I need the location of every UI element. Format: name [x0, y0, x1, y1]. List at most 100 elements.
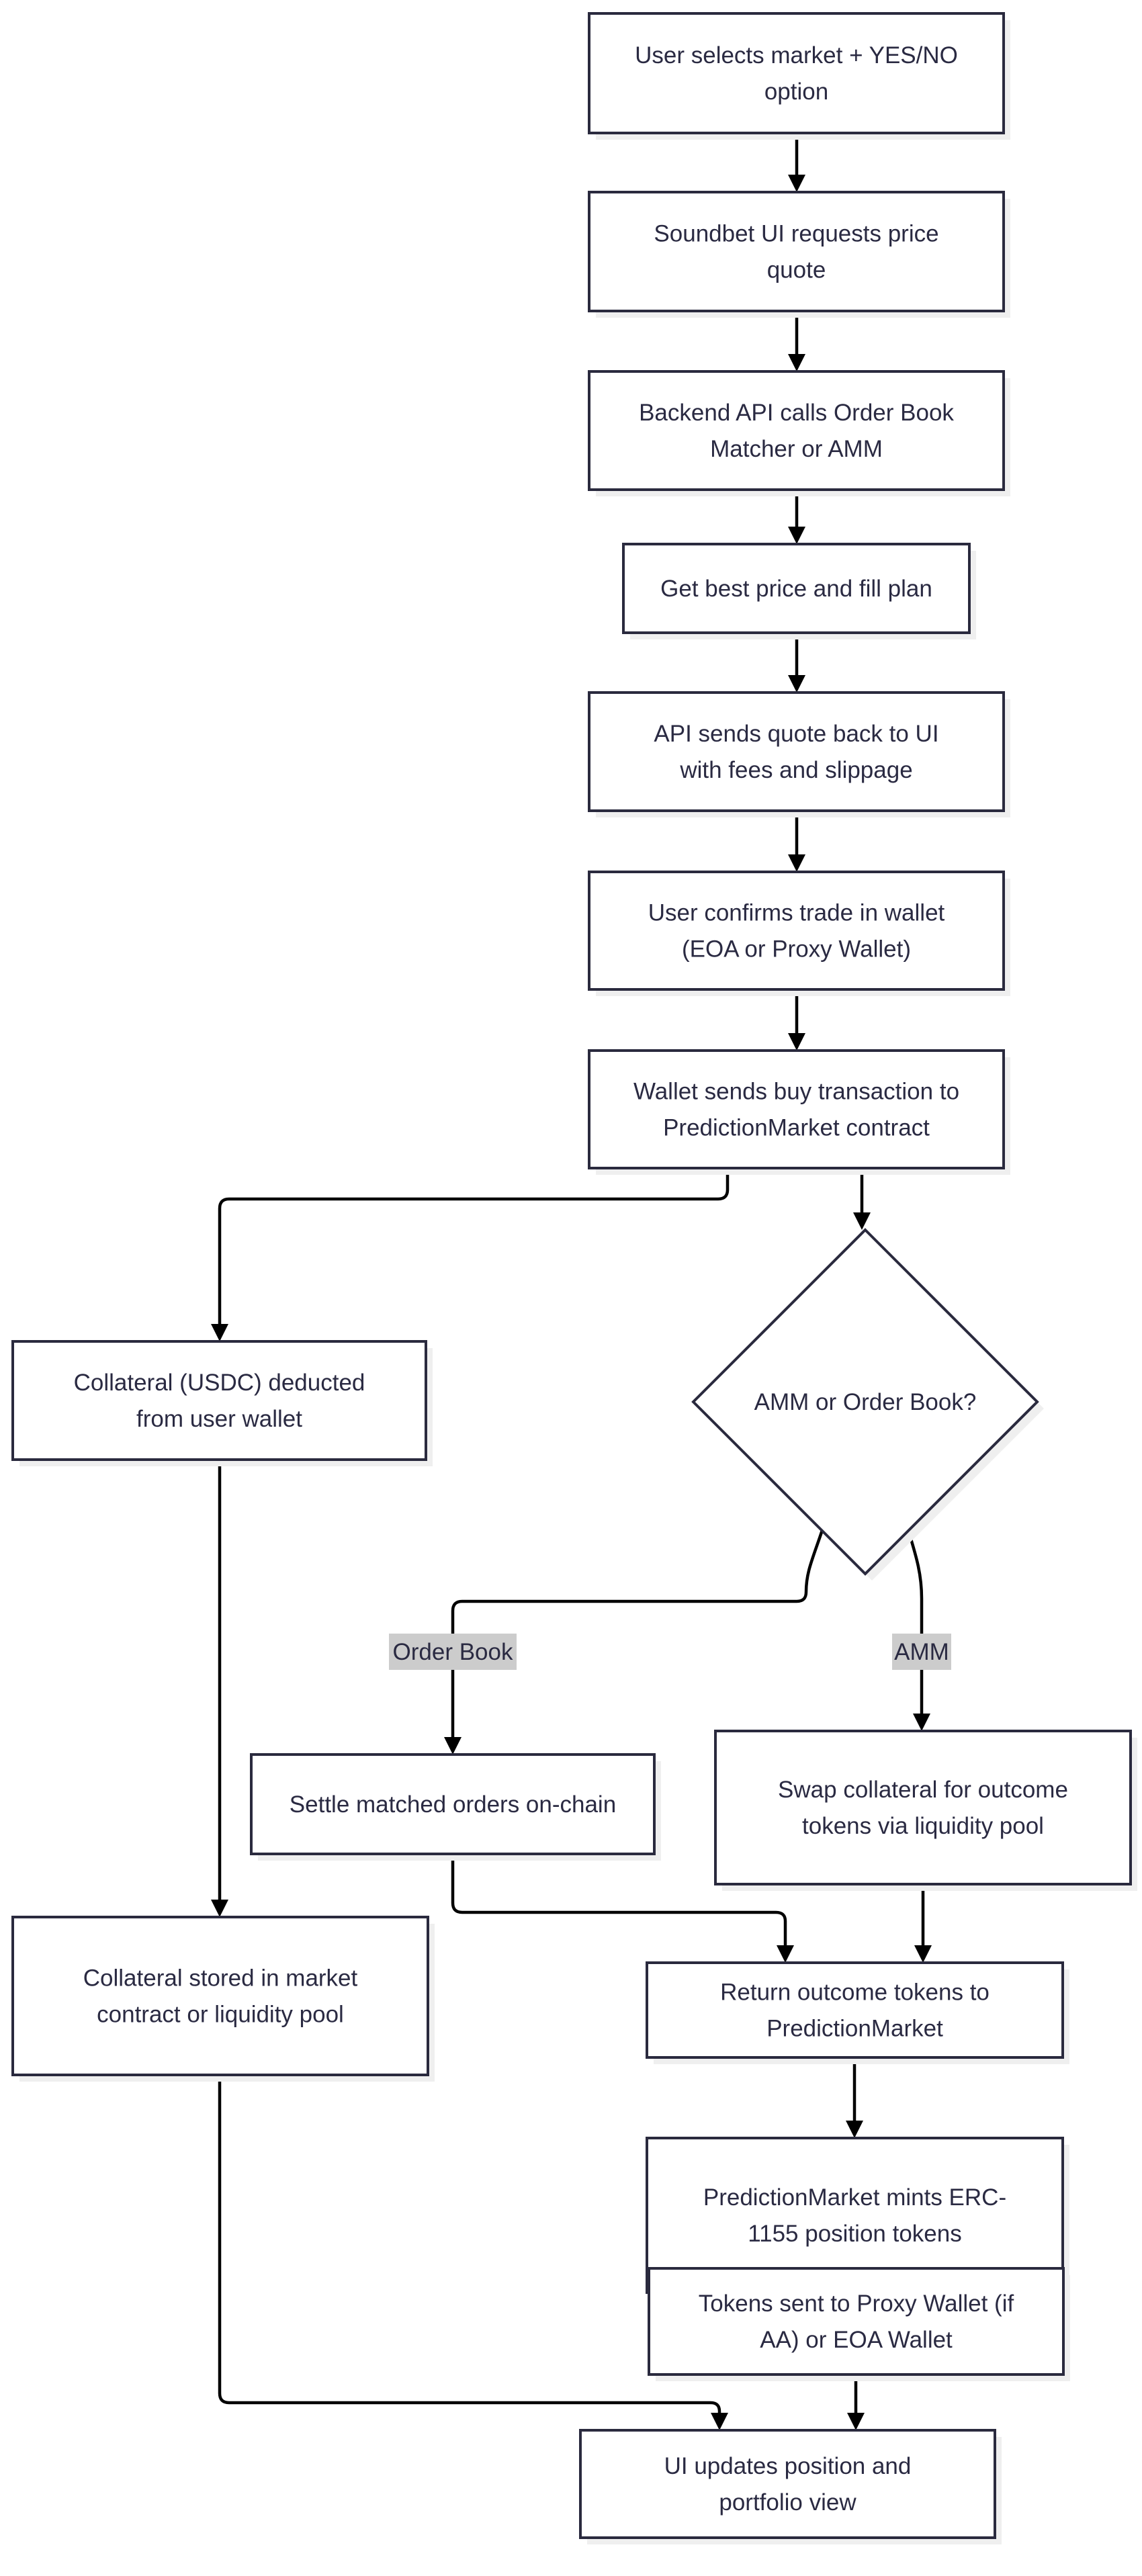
node-label: PredictionMarket mints ERC-	[703, 2184, 1006, 2211]
edge-label-text: Order Book	[393, 1639, 513, 1665]
process-box	[588, 691, 1005, 812]
edge-decision-to-settle	[444, 1529, 824, 1755]
node-ui: UI updates position and portfolio view	[579, 2429, 1002, 2544]
process-box	[588, 871, 1005, 991]
node-label: Tokens sent to Proxy Wallet (if	[699, 2291, 1014, 2317]
node-label: Get best price and fill plan	[660, 576, 932, 602]
edge-label-order-book: Order Book	[389, 1634, 517, 1670]
node-label: 1155 position tokens	[748, 2221, 961, 2247]
node-label: Collateral (USDC) deducted	[74, 1370, 365, 1396]
edge-labels-layer: Order Book AMM	[389, 1634, 951, 1670]
process-box	[11, 1916, 429, 2076]
node-label: Soundbet UI requests price	[654, 221, 938, 247]
node-label: (EOA or Proxy Wallet)	[682, 936, 911, 963]
node-label: from user wallet	[136, 1406, 302, 1432]
nodes-layer: User selects market + YES/NO optionSoundb…	[11, 12, 1137, 2544]
process-box	[622, 543, 971, 634]
process-box	[648, 2267, 1065, 2376]
arrowhead-icon	[788, 175, 805, 192]
process-box	[588, 12, 1005, 134]
arrowhead-icon	[788, 1033, 805, 1051]
arrowhead-icon	[853, 1212, 871, 1230]
node-swap: Swap collateral for outcome tokens via li…	[714, 1730, 1137, 1891]
process-box	[588, 191, 1005, 312]
process-box	[579, 2429, 996, 2539]
process-box	[250, 1753, 656, 1855]
node-label: Swap collateral for outcome	[778, 1777, 1068, 1803]
node-label: contract or liquidity pool	[97, 2002, 344, 2028]
node-label: Settle matched orders on-chain	[290, 1791, 616, 1818]
arrowhead-icon	[777, 1945, 794, 1963]
node-request: Soundbet UI requests price quote	[588, 191, 1010, 318]
edge-swap-to-return	[914, 1884, 932, 1963]
edge-label-text: AMM	[894, 1639, 949, 1665]
edge-settle-to-return	[451, 1854, 794, 1963]
process-box	[646, 1961, 1064, 2059]
node-sendtx: Wallet sends buy transaction toPredictio…	[588, 1049, 1010, 1175]
node-label: Collateral stored in market	[83, 1965, 358, 1992]
process-box	[11, 1340, 427, 1461]
edge-select-to-request	[788, 133, 805, 192]
edge-sendtx-to-deduct	[211, 1168, 730, 1341]
node-label: quote	[767, 257, 826, 283]
edge-tokens-to-ui	[847, 2374, 865, 2430]
edge-backend-to-bestprice	[788, 490, 805, 544]
node-label: AA) or EOA Wallet	[760, 2327, 953, 2353]
node-label: User confirms trade in wallet	[648, 900, 945, 926]
node-confirm: User confirms trade in wallet (EOA or Pro…	[588, 871, 1010, 996]
process-box	[588, 370, 1005, 491]
arrowhead-icon	[211, 1900, 228, 1917]
process-box	[588, 1049, 1005, 1169]
edge-deduct-to-stored	[211, 1460, 228, 1917]
edge-line	[218, 2075, 721, 2421]
edge-request-to-backend	[788, 311, 805, 371]
node-label: User selects market + YES/NO	[635, 42, 958, 69]
node-label: AMM or Order Book?	[754, 1389, 977, 1415]
arrowhead-icon	[711, 2413, 728, 2430]
edge-confirm-to-sendtx	[788, 989, 805, 1051]
edge-line	[451, 1854, 787, 1953]
edge-line	[906, 1529, 924, 1722]
node-label: tokens via liquidity pool	[802, 1813, 1044, 1839]
arrowhead-icon	[788, 354, 805, 371]
edge-bestprice-to-quote	[788, 633, 805, 693]
node-label: portfolio view	[719, 2489, 856, 2516]
node-label: Return outcome tokens to	[720, 1980, 990, 2006]
arrowhead-icon	[788, 854, 805, 872]
node-label: API sends quote back to UI	[654, 721, 938, 747]
node-settle: Settle matched orders on-chain	[250, 1753, 661, 1861]
node-label: option	[764, 79, 828, 105]
edge-return-to-mint	[846, 2057, 863, 2138]
decision-diamond	[691, 1228, 1039, 1576]
node-select: User selects market + YES/NO option	[588, 12, 1010, 140]
node-decision: AMM or Order Book?	[691, 1228, 1044, 1581]
edge-stored-to-ui	[218, 2075, 728, 2430]
edge-line	[451, 1529, 824, 1745]
edge-label-background	[389, 1634, 517, 1670]
process-box	[714, 1730, 1132, 1885]
process-box	[646, 2137, 1064, 2294]
node-label: Backend API calls Order Book	[639, 400, 954, 426]
arrowhead-icon	[847, 2413, 865, 2430]
node-label: PredictionMarket	[766, 2016, 943, 2042]
edge-line	[218, 1168, 730, 1332]
node-stored: Collateral stored in market contract or l…	[11, 1916, 435, 2082]
edge-decision-to-swap	[906, 1529, 930, 1731]
node-return: Return outcome tokens to PredictionMarket	[646, 1961, 1069, 2064]
arrowhead-icon	[788, 675, 805, 693]
edges-layer	[211, 133, 932, 2430]
arrowhead-icon	[788, 527, 805, 544]
edge-label-amm: AMM	[892, 1634, 951, 1670]
arrowhead-icon	[846, 2121, 863, 2138]
arrowhead-icon	[444, 1737, 462, 1755]
node-deduct: Collateral (USDC) deducted from user wall…	[11, 1340, 433, 1466]
node-label: UI updates position and	[664, 2453, 912, 2479]
node-bestprice: Get best price and fill plan	[622, 543, 976, 639]
arrowhead-icon	[211, 1324, 228, 1341]
node-label: Wallet sends buy transaction to	[633, 1079, 959, 1105]
edge-sendtx-to-decision	[853, 1168, 871, 1230]
edge-quote-to-confirm	[788, 811, 805, 872]
